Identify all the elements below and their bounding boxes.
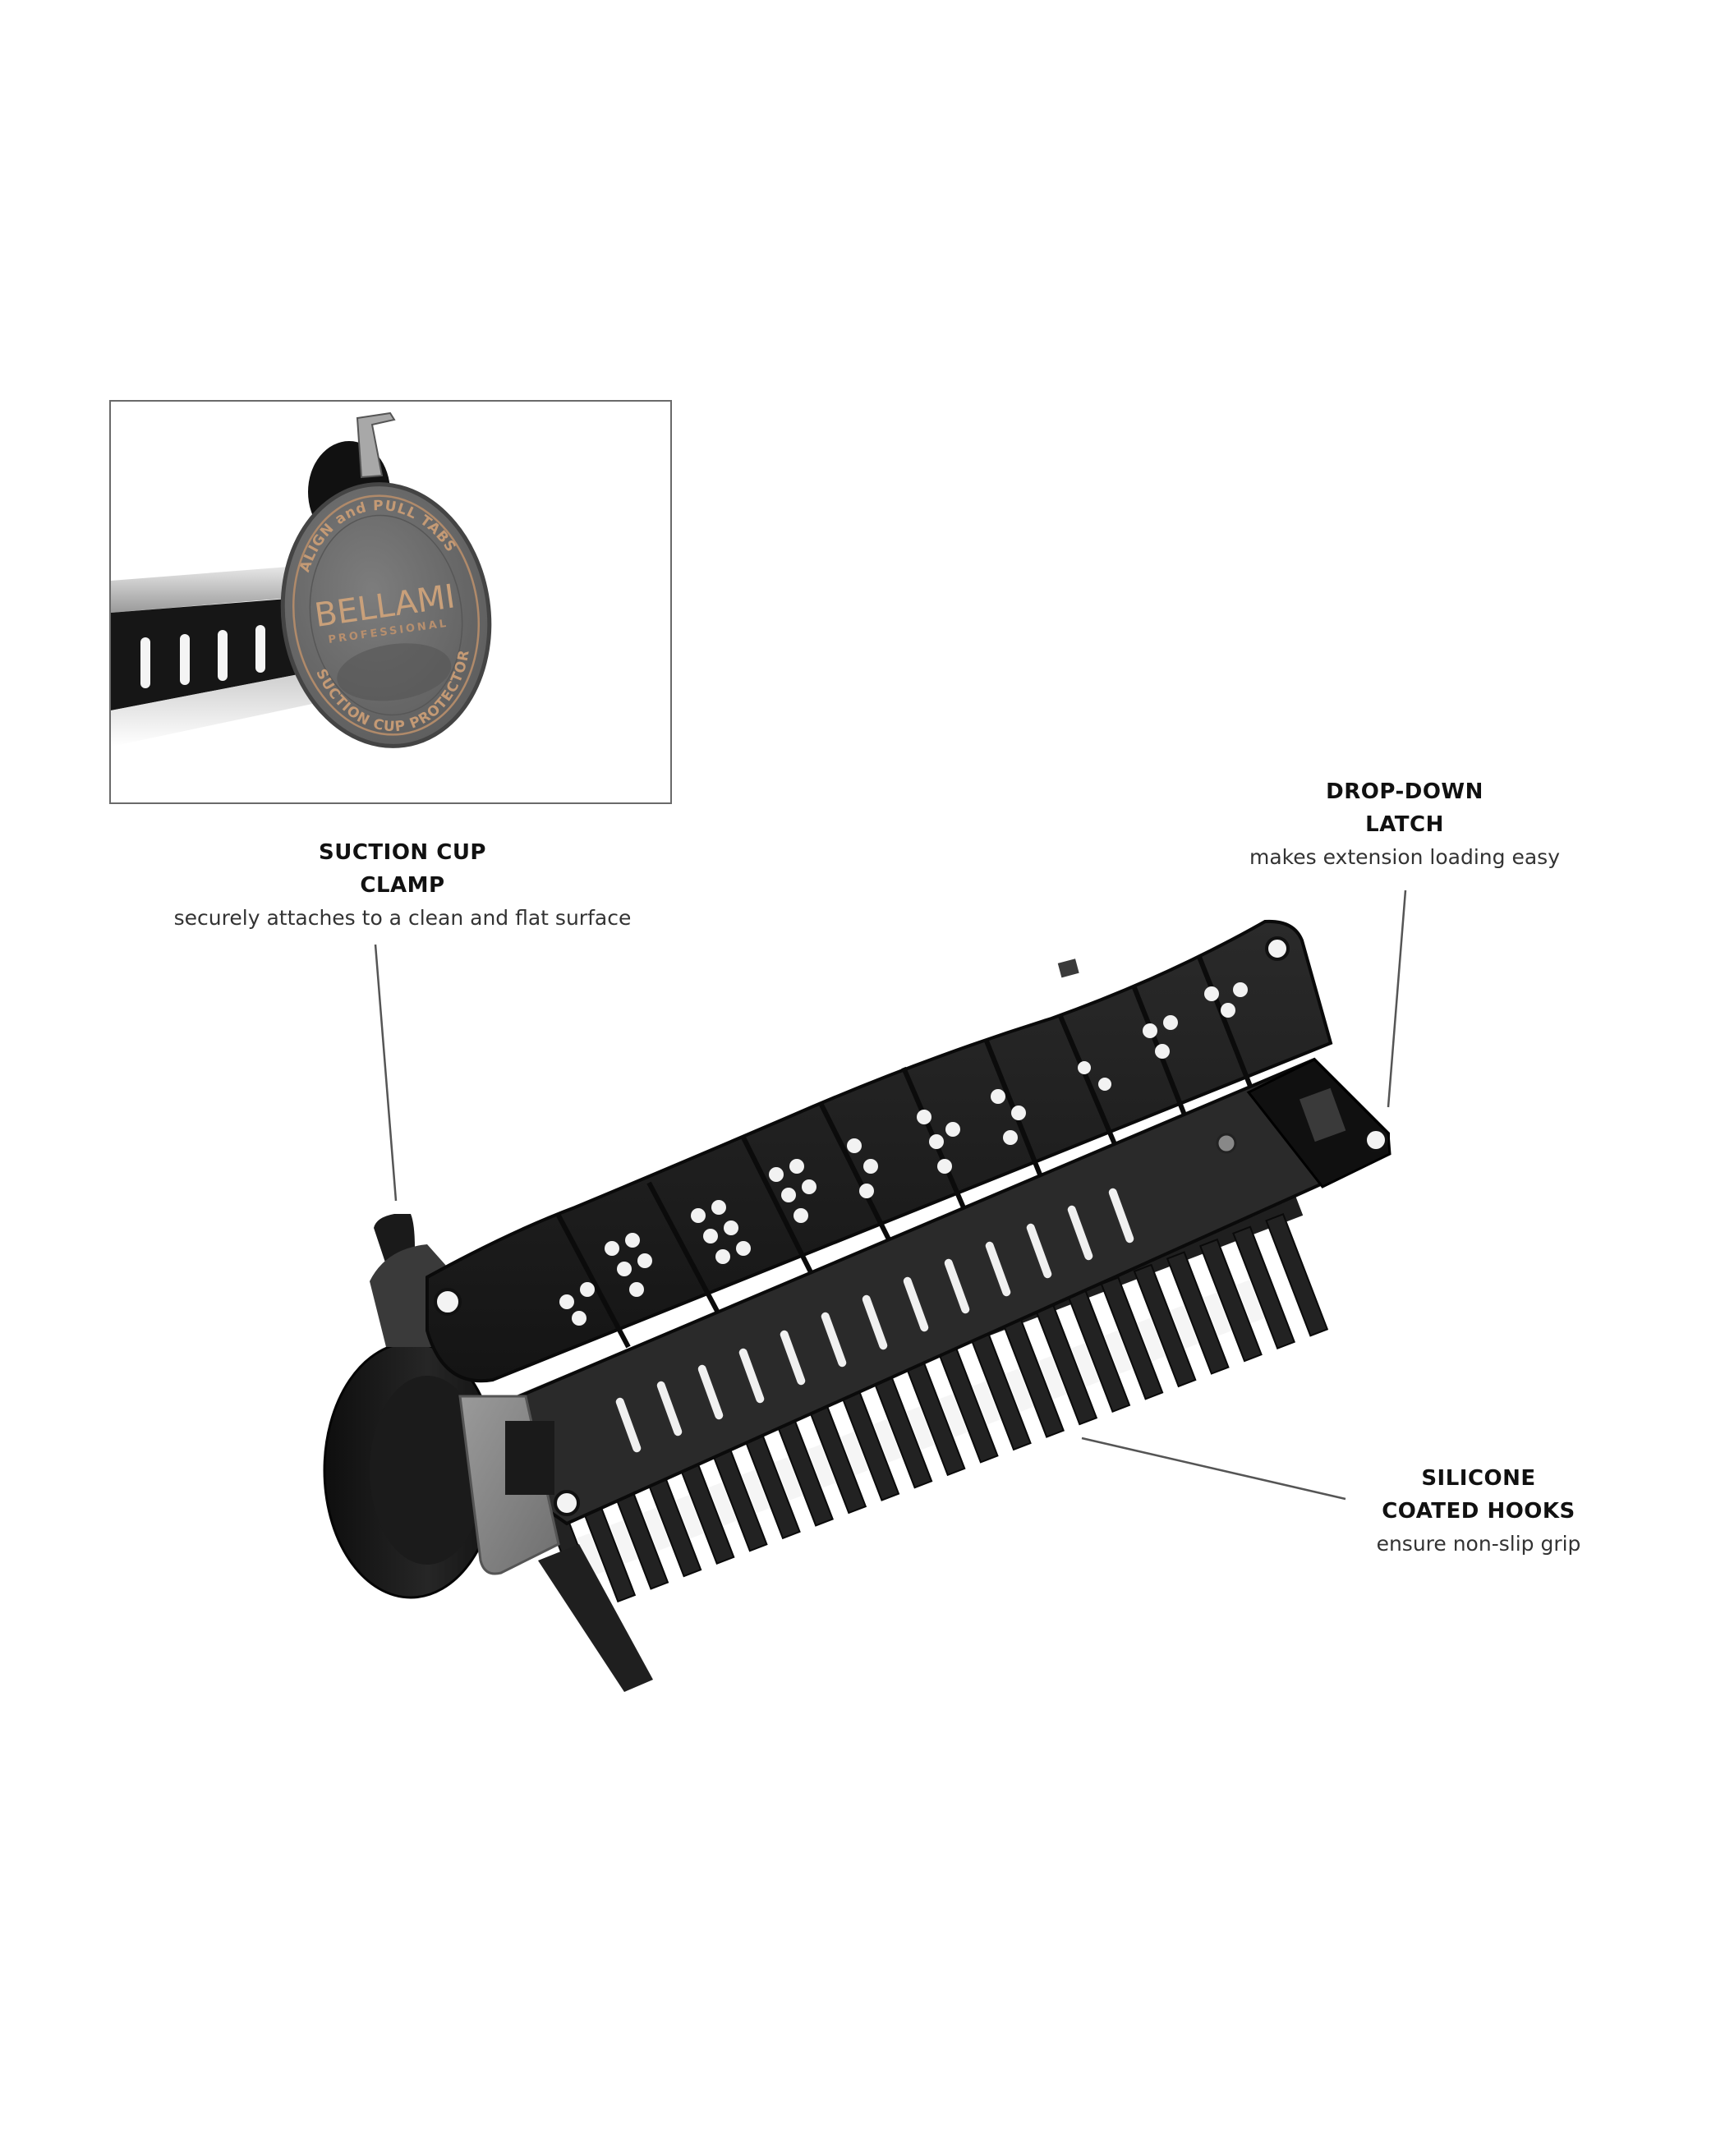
callout-description: makes extension loading easy [1249,845,1560,869]
bar-top-face [111,566,300,613]
callout-suction-cup-clamp: SUCTION CUP CLAMP securely attaches to a… [148,836,657,935]
inset-illustration: ALIGN and PULL TABS SUCTION CUP PROTECTO… [111,411,492,748]
leader-line-hooks [1081,1437,1346,1501]
callout-title: SUCTION CUP [319,840,486,865]
callout-title: LATCH [1365,812,1444,837]
upper-frame [426,919,1333,1383]
callout-description: ensure non-slip grip [1376,1532,1581,1556]
inset-closeup-suction-cup-protector: ALIGN and PULL TABS SUCTION CUP PROTECTO… [109,400,672,804]
bar-slots [140,625,265,688]
corner-screw [554,1490,580,1516]
latch-screw [1216,1133,1237,1154]
hex-perforations [559,982,1248,1326]
corner-screw [1265,936,1290,961]
corner-screw [1364,1128,1388,1152]
latch-tab [1299,1087,1346,1142]
callout-title: CLAMP [360,873,445,898]
callout-title: SILICONE [1421,1466,1536,1491]
leader-lines [374,890,1407,1501]
leader-line-clamp [374,944,398,1202]
bracket-opening [505,1421,554,1495]
corner-screw [434,1288,462,1316]
callout-description: securely attaches to a clean and flat su… [173,906,632,930]
metal-clip [356,411,396,479]
comb-end-piece [538,1544,653,1692]
lower-frame-slots [615,1188,1134,1453]
leader-line-latch [1387,890,1407,1108]
callout-title: DROP-DOWN [1326,779,1484,804]
callout-drop-down-latch: DROP-DOWN LATCH makes extension loading … [1208,775,1602,874]
callout-title: COATED HOOKS [1382,1499,1576,1524]
top-tab [1057,958,1079,978]
hook-gaps [577,1280,1264,1577]
hooks [540,1213,1329,1616]
suction-cup-inner [370,1376,485,1565]
callout-silicone-coated-hooks: SILICONE COATED HOOKS ensure non-slip gr… [1347,1462,1610,1561]
